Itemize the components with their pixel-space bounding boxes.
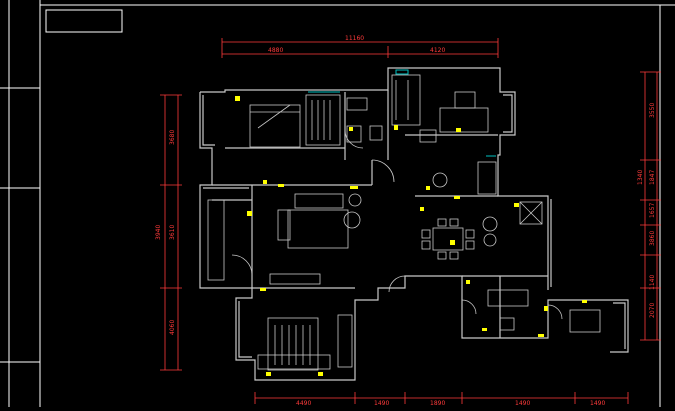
- living-rug: [287, 209, 349, 249]
- third-wardrobe: [337, 314, 353, 368]
- dim-right-mid2: 1657: [649, 203, 656, 218]
- dim-right-bottom2: 1140: [649, 275, 656, 290]
- dim-left-mid2: 3610: [169, 225, 176, 240]
- dim-left-bottom: 4060: [169, 320, 176, 335]
- laundry-area: [569, 309, 601, 333]
- desk: [419, 129, 437, 143]
- dim-top-left: 4880: [268, 47, 283, 54]
- storage-cabinet: [391, 74, 421, 126]
- armchair: [454, 91, 476, 109]
- tv-cabinet: [269, 273, 321, 285]
- study-shelf: [207, 199, 225, 281]
- dim-right-top: 3550: [649, 103, 656, 118]
- master-wardrobe: [305, 94, 341, 146]
- dim-right-mid3: 1340: [637, 170, 644, 185]
- dim-bottom-2: 1490: [374, 400, 389, 407]
- dim-bottom-3: 1890: [430, 400, 445, 407]
- balcony-cabinet: [519, 201, 543, 225]
- side-table: [343, 211, 361, 229]
- door-swings: [231, 129, 563, 320]
- floor-plan-walls: [199, 67, 629, 381]
- bath-sink: [432, 172, 448, 188]
- third-bed: [267, 317, 319, 371]
- second-bed: [439, 107, 489, 133]
- dim-left-top: 3680: [169, 130, 176, 145]
- electrical-markers: [235, 96, 587, 376]
- sofa-left: [277, 209, 291, 241]
- dimension-labels: 11160 4880 4120 3680 3940 3610 4060 3550…: [155, 35, 656, 407]
- furniture: [207, 74, 601, 371]
- shower: [477, 161, 497, 195]
- accent-items: [308, 69, 496, 157]
- master-bed: [249, 104, 301, 148]
- dim-right-mid4: 3860: [649, 231, 656, 246]
- sofa-top: [294, 193, 344, 209]
- washbasin: [369, 125, 383, 141]
- bathtub: [346, 97, 368, 111]
- dim-bottom-1: 4490: [296, 400, 311, 407]
- dim-right-bottom1: 2070: [649, 303, 656, 318]
- dining-table: [432, 227, 464, 251]
- dim-top-total: 11160: [345, 35, 364, 42]
- dim-left-mid: 3940: [155, 225, 162, 240]
- dim-top-right: 4120: [430, 47, 445, 54]
- dim-bottom-4: 1490: [515, 400, 530, 407]
- toilet: [346, 125, 362, 143]
- dim-bottom-5: 1490: [590, 400, 605, 407]
- kitchen-counter: [487, 289, 529, 307]
- dim-right-mid1: 1847: [649, 170, 656, 185]
- dimension-lines: [160, 38, 661, 404]
